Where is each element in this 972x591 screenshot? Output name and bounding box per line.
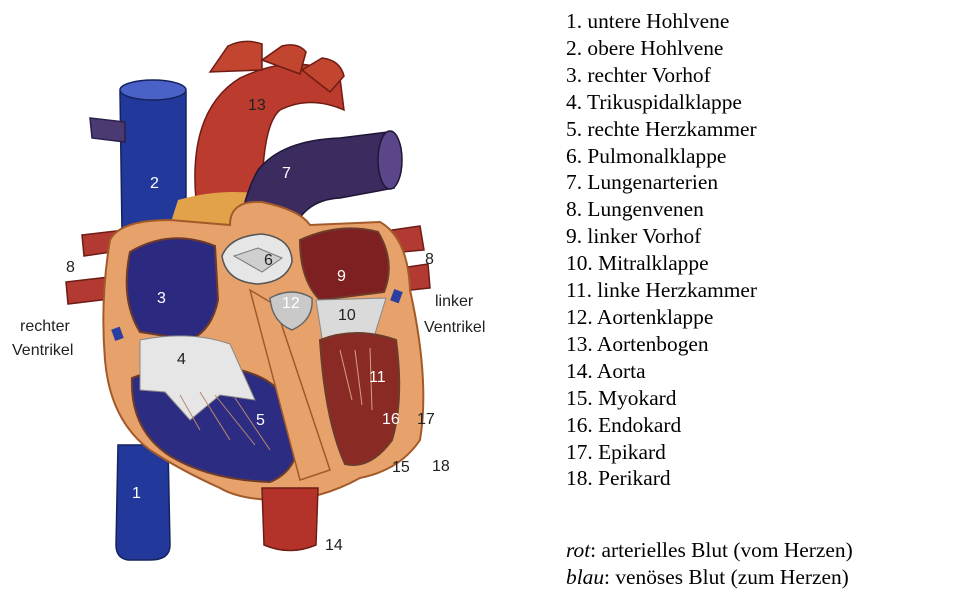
legend-item: 6. Pulmonalklappe <box>566 143 757 170</box>
label-12: 12 <box>282 295 300 312</box>
venous-blood-note: blau: venöses Blut (zum Herzen) <box>566 564 853 591</box>
label-5: 5 <box>256 412 265 429</box>
arterial-blood-note: rot: arterielles Blut (vom Herzen) <box>566 537 853 564</box>
legend-item: 14. Aorta <box>566 358 757 385</box>
right-atrium <box>127 238 218 340</box>
legend-item: 12. Aortenklappe <box>566 304 757 331</box>
label-6: 6 <box>264 252 273 269</box>
label-7: 7 <box>282 165 291 182</box>
legend-item: 2. obere Hohlvene <box>566 35 757 62</box>
label-8-right: 8 <box>425 251 434 268</box>
label-14: 14 <box>325 537 343 554</box>
heart-diagram: 1 2 3 4 5 6 7 8 8 9 10 11 12 13 14 15 16… <box>0 0 540 589</box>
right-ventricle-label-line2: Ventrikel <box>12 342 73 359</box>
legend-item: 3. rechter Vorhof <box>566 62 757 89</box>
legend-item: 5. rechte Herzkammer <box>566 116 757 143</box>
legend-item: 10. Mitralklappe <box>566 250 757 277</box>
legend-item: 11. linke Herzkammer <box>566 277 757 304</box>
label-2: 2 <box>150 175 159 192</box>
label-16: 16 <box>382 411 400 428</box>
inferior-vena-cava <box>116 445 170 560</box>
legend-item: 4. Trikuspidalklappe <box>566 89 757 116</box>
legend-item: 17. Epikard <box>566 439 757 466</box>
right-ventricle-label-line1: rechter <box>20 318 70 335</box>
label-9: 9 <box>337 268 346 285</box>
blue-description: : venöses Blut (zum Herzen) <box>604 565 849 589</box>
label-11: 11 <box>369 369 386 386</box>
legend-item: 9. linker Vorhof <box>566 223 757 250</box>
label-10: 10 <box>338 307 356 324</box>
legend-item: 15. Myokard <box>566 385 757 412</box>
legend-item: 7. Lungenarterien <box>566 169 757 196</box>
legend-item: 1. untere Hohlvene <box>566 8 757 35</box>
left-ventricle-label-line1: linker <box>435 293 474 310</box>
label-13: 13 <box>248 97 266 114</box>
blue-term: blau <box>566 565 604 589</box>
left-ventricle-label-line2: Ventrikel <box>424 319 485 336</box>
blood-color-key: rot: arterielles Blut (vom Herzen) blau:… <box>566 537 853 591</box>
label-8-left: 8 <box>66 259 75 276</box>
legend-item: 18. Perikard <box>566 465 757 492</box>
left-atrium <box>300 228 389 300</box>
legend-item: 8. Lungenvenen <box>566 196 757 223</box>
label-3: 3 <box>157 290 166 307</box>
red-term: rot <box>566 538 590 562</box>
legend-item: 16. Endokard <box>566 412 757 439</box>
label-18: 18 <box>432 458 450 475</box>
label-1: 1 <box>132 485 141 502</box>
label-17: 17 <box>417 411 435 428</box>
red-description: : arterielles Blut (vom Herzen) <box>590 538 853 562</box>
legend-item: 13. Aortenbogen <box>566 331 757 358</box>
legend-list: 1. untere Hohlvene 2. obere Hohlvene 3. … <box>566 8 757 492</box>
label-4: 4 <box>177 351 186 368</box>
label-15: 15 <box>392 459 410 476</box>
